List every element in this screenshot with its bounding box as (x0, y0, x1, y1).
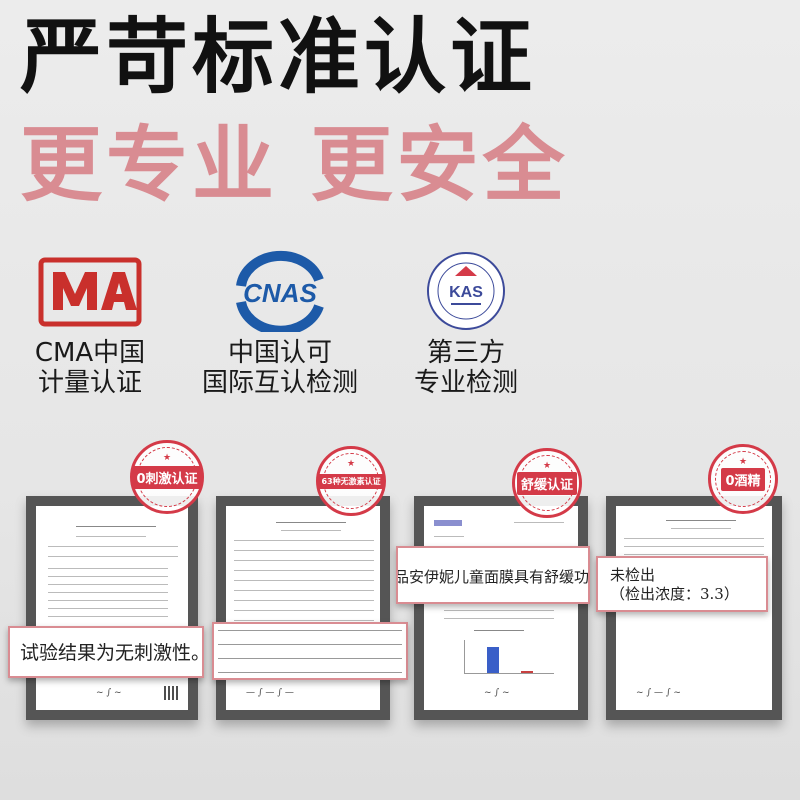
signature-mark: ~ ∫ — ∫ ~ (636, 688, 681, 698)
star-icon: ★ (542, 461, 552, 471)
svg-text:CNAS: CNAS (243, 278, 317, 308)
certificate-paper-3: ~ ∫ ~ (424, 506, 578, 710)
callout-text: 品安伊妮儿童面膜具有舒缓功 (396, 568, 590, 586)
kas-caption-line1: 第三方 (426, 338, 505, 368)
kas-badge: KAS 第三方 专业检测 (366, 250, 566, 398)
cma-badge: CMA中国 计量认证 (0, 250, 190, 398)
headline: 严苛标准认证 (20, 10, 537, 105)
signature-mark: ~ ∫ ~ (484, 688, 510, 698)
cnas-badge: CNAS 中国认可 国际互认检测 (180, 250, 380, 398)
bar-chart-icon (464, 640, 554, 674)
cma-logo-icon (35, 250, 145, 332)
certificate-frame-2: — ∫ — ∫ — (216, 496, 390, 720)
signature-mark: — ∫ — ∫ — (246, 688, 294, 698)
callout-text: 试验结果为无刺激性。 (20, 642, 211, 664)
callout-soothing: 品安伊妮儿童面膜具有舒缓功 (396, 546, 590, 604)
qr-code-icon (164, 686, 178, 700)
stamp-no-irritation: ★ 0刺激认证 (130, 440, 204, 514)
subline: 更专业 更安全 (20, 118, 569, 213)
kas-logo-icon: KAS (411, 250, 521, 332)
callout-no-irritation: 试验结果为无刺激性。 (8, 626, 211, 678)
certificate-frame-3: ~ ∫ ~ (414, 496, 588, 720)
stamp-label: 舒缓认证 (516, 471, 577, 495)
stamp-soothing: ★ 舒缓认证 (512, 448, 582, 518)
callout-text-line2: （检出浓度：3.3） (610, 585, 739, 603)
signature-mark: ~ ∫ ~ (96, 688, 122, 698)
stamp-label: 0刺激认证 (132, 465, 202, 489)
cma-caption-line1: CMA中国 (34, 338, 146, 368)
star-icon: ★ (162, 453, 172, 463)
callout-text-line1: 未检出 (610, 566, 656, 584)
callout-ingredient-table (212, 622, 408, 680)
svg-text:KAS: KAS (449, 284, 483, 301)
stamp-no-alcohol: ★ 0酒精 (708, 444, 778, 514)
certificate-paper-1: ~ ∫ ~ (36, 506, 188, 710)
cnas-caption-line2: 国际互认检测 (201, 368, 358, 398)
star-icon: ★ (346, 459, 356, 469)
stamp-no-hormones: ★ 63种无激素认证 (316, 446, 386, 516)
cnas-logo-icon: CNAS (225, 250, 335, 336)
stamp-label: 63种无激素认证 (317, 473, 385, 489)
cnas-caption-line1: 中国认可 (227, 338, 332, 368)
cma-caption-line2: 计量认证 (37, 368, 142, 398)
certificate-frame-1: ~ ∫ ~ (26, 496, 198, 720)
stamp-label: 0酒精 (721, 467, 765, 491)
callout-no-alcohol: 未检出 （检出浓度：3.3） (596, 556, 768, 612)
star-icon: ★ (738, 457, 748, 467)
kas-caption-line2: 专业检测 (413, 368, 518, 398)
